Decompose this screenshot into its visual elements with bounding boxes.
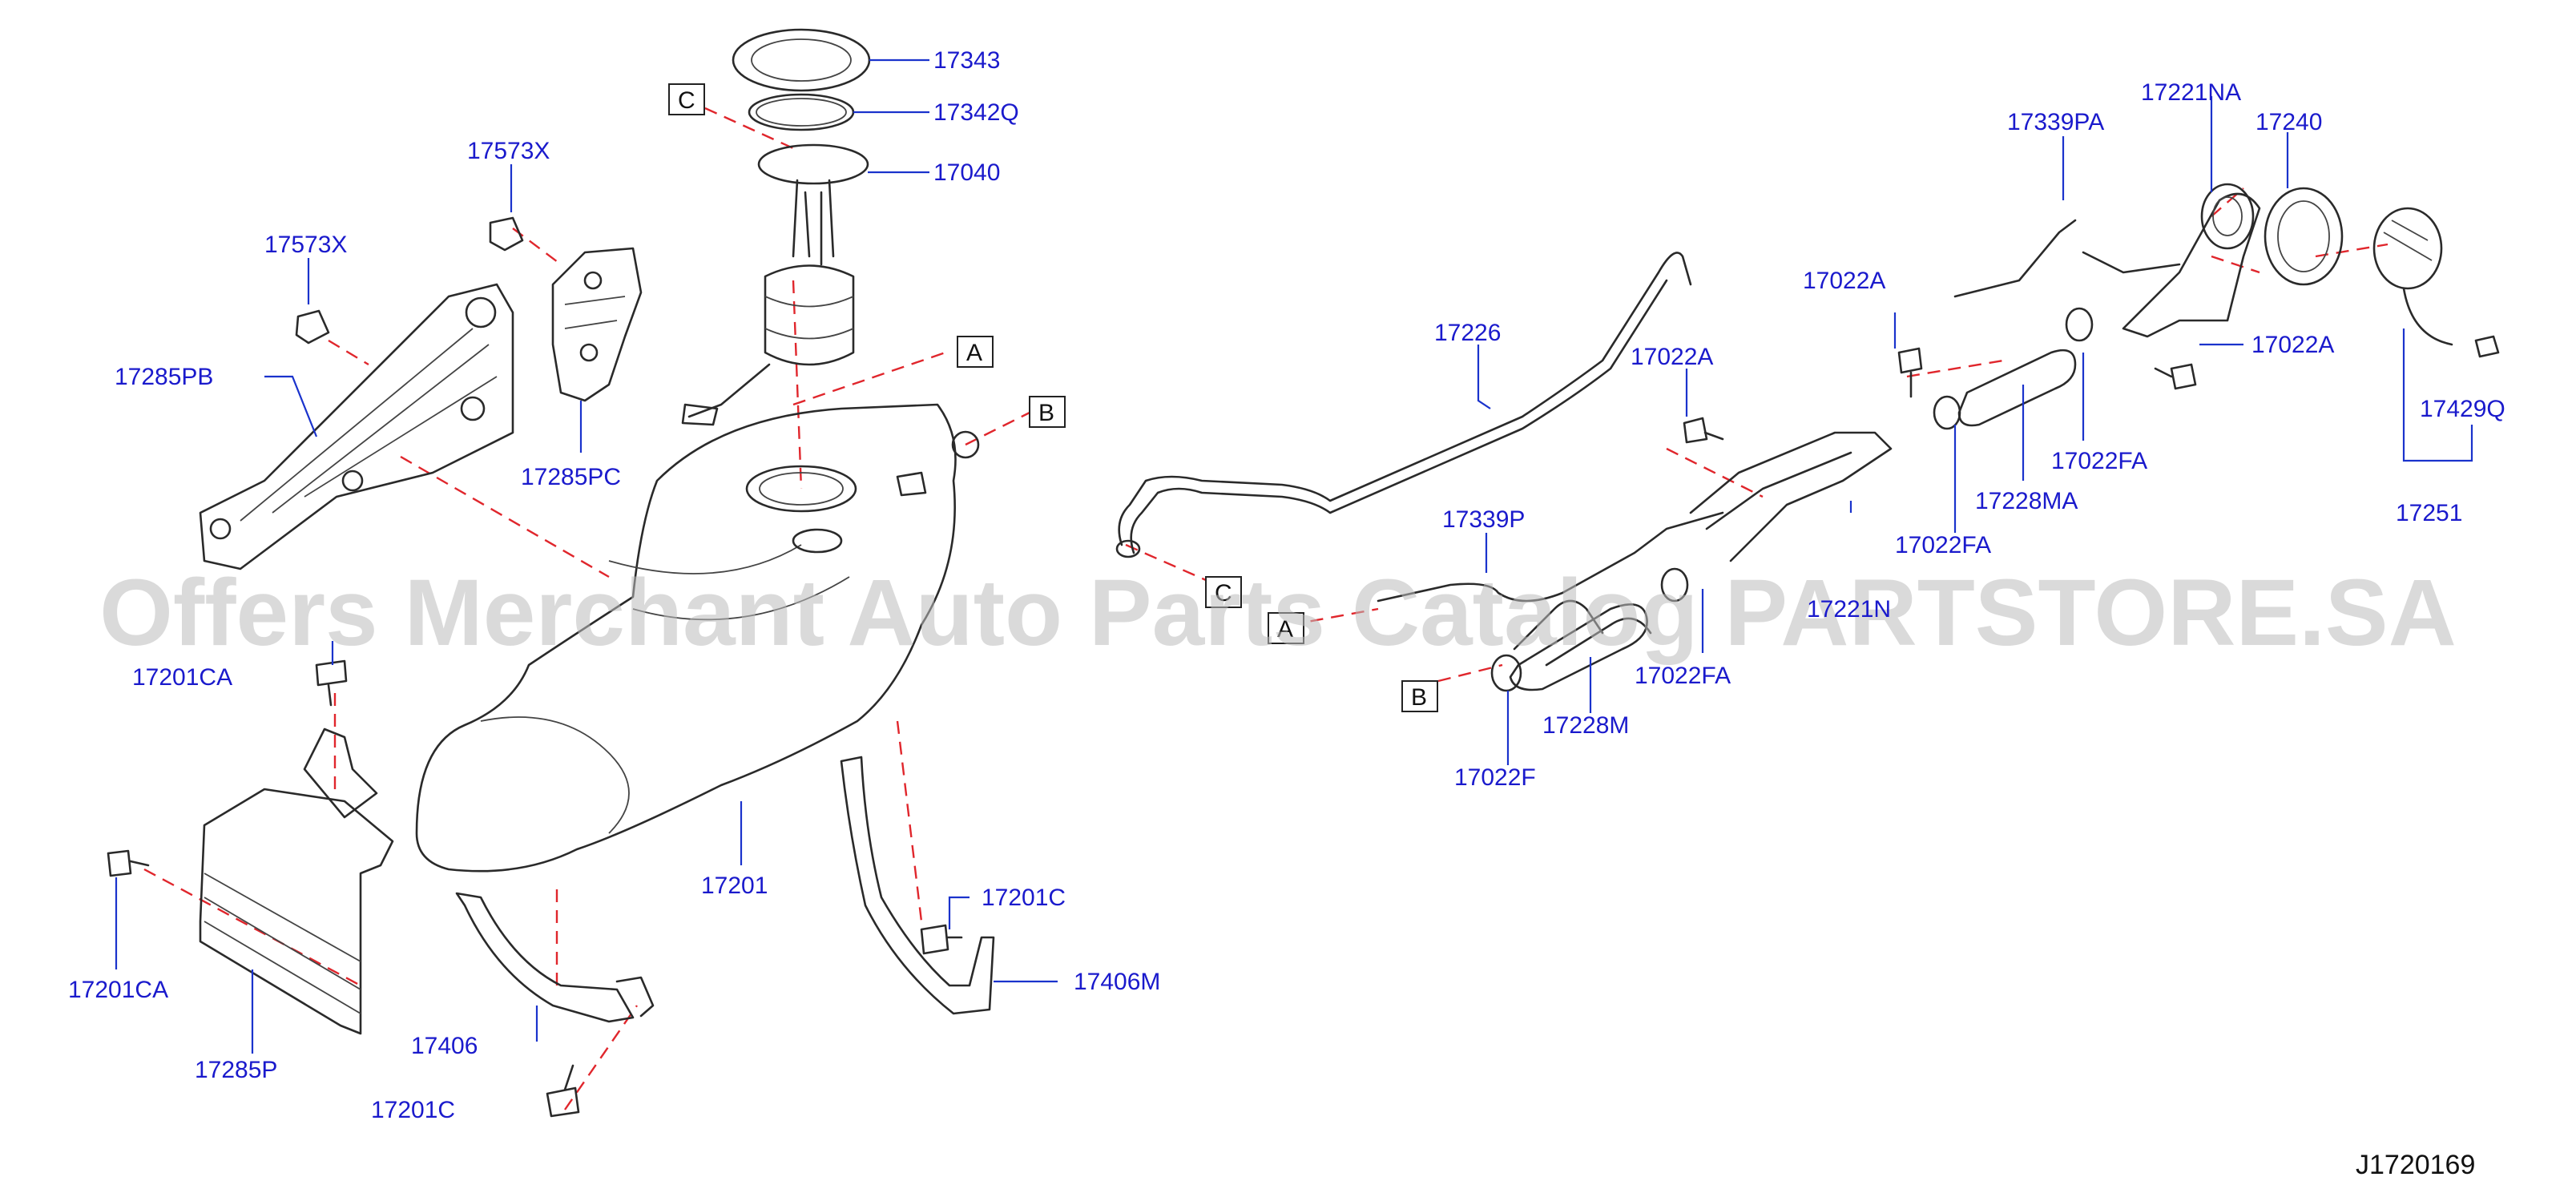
svg-text:A: A xyxy=(1277,616,1293,643)
label-17022A-right: 17022A xyxy=(2251,332,2334,358)
breather-tube-17339P xyxy=(1377,511,1724,603)
label-17022A-center: 17022A xyxy=(1803,268,1885,294)
heat-shield-17285P xyxy=(199,728,394,1035)
label-17221N: 17221N xyxy=(1807,596,1891,623)
svg-text:B: B xyxy=(1038,400,1054,426)
tank-strap-17406 xyxy=(455,892,655,1023)
mount-clip-17573X-upper xyxy=(489,216,524,252)
label-17339P: 17339P xyxy=(1442,506,1525,533)
bolt-17022A-right xyxy=(2154,363,2197,390)
label-17343: 17343 xyxy=(933,47,1000,74)
bolt-17201C-lower xyxy=(546,1064,580,1118)
fuel-cap-17251 xyxy=(2372,207,2453,346)
callout-A-tube: A xyxy=(1268,612,1304,644)
hose-clamp-17022FA-top xyxy=(2065,307,2094,342)
label-17251: 17251 xyxy=(2396,500,2462,526)
callout-C-tube: C xyxy=(1205,576,1242,608)
label-17201CA-top: 17201CA xyxy=(132,664,232,691)
label-17228M: 17228M xyxy=(1542,712,1629,739)
heat-shield-17285PC xyxy=(551,247,643,402)
tank-strap-17406M xyxy=(840,756,995,1015)
callout-A-pump: A xyxy=(957,336,994,368)
label-17339PA: 17339PA xyxy=(2007,109,2104,135)
label-17022FA-lower: 17022FA xyxy=(1635,663,1731,689)
label-17285PB: 17285PB xyxy=(115,364,213,390)
label-17201C-lower: 17201C xyxy=(371,1097,455,1123)
fuel-tank-17201 xyxy=(415,403,980,873)
svg-text:B: B xyxy=(1411,684,1427,711)
part-labels: 17343 17342Q 17040 17573X 17573X 17285PB… xyxy=(68,47,2505,1123)
filler-hose-17228MA xyxy=(1957,349,2077,427)
label-17406M: 17406M xyxy=(1074,969,1160,995)
breather-tube-17339PA xyxy=(1953,219,2077,298)
label-17285PC: 17285PC xyxy=(521,464,621,490)
label-17228MA: 17228MA xyxy=(1975,488,2078,514)
label-leader-lines xyxy=(115,58,2473,1054)
watermark-text: Offers Merchant Auto Parts Catalog PARTS… xyxy=(99,560,2457,666)
lock-ring-17343 xyxy=(732,28,871,92)
callout-B-tank: B xyxy=(1029,396,1066,428)
svg-text:C: C xyxy=(1215,580,1232,607)
hose-clamp-17022F xyxy=(1490,654,1522,692)
bolt-17022A-left xyxy=(1683,417,1724,444)
label-17201C-upper: 17201C xyxy=(982,885,1066,911)
callout-C-pump: C xyxy=(668,83,705,115)
svg-text:C: C xyxy=(678,87,695,114)
label-17040: 17040 xyxy=(933,159,1000,186)
heat-shield-17285PB xyxy=(199,283,514,570)
label-17022F: 17022F xyxy=(1454,764,1536,791)
label-17221NA: 17221NA xyxy=(2141,79,2241,106)
svg-text:A: A xyxy=(966,340,982,366)
label-17022FA-middle: 17022FA xyxy=(1895,532,1991,558)
hose-clamp-17022FA-upper xyxy=(1933,395,1961,430)
filler-tube-17221N xyxy=(1513,431,1893,667)
label-17342Q: 17342Q xyxy=(933,99,1019,126)
label-17201: 17201 xyxy=(701,873,768,899)
filler-hose-17228M xyxy=(1509,603,1648,691)
bolt-17201C-upper xyxy=(920,924,963,955)
label-17406: 17406 xyxy=(411,1033,478,1059)
filler-gasket-17240 xyxy=(2264,187,2344,286)
label-17573X-lower: 17573X xyxy=(264,232,347,258)
hose-clamp-17022FA-lower xyxy=(1660,567,1689,603)
tether-clip-17429Q xyxy=(2474,335,2500,358)
label-17285P: 17285P xyxy=(195,1057,277,1083)
bolt-17201CA-left xyxy=(107,849,150,877)
evap-tube-17226 xyxy=(1115,252,1692,558)
label-17240: 17240 xyxy=(2256,109,2322,135)
fuel-pump-17040 xyxy=(681,143,869,426)
mount-clip-17573X-lower xyxy=(295,309,330,345)
label-17429Q: 17429Q xyxy=(2420,396,2505,422)
diagram-code: J1720169 xyxy=(2356,1150,2475,1180)
label-17201CA-left: 17201CA xyxy=(68,977,168,1003)
label-17226: 17226 xyxy=(1434,320,1501,346)
gasket-17342Q xyxy=(748,93,855,131)
filler-neck-17221NA xyxy=(2082,183,2261,338)
label-17022FA-top: 17022FA xyxy=(2051,448,2147,474)
label-17573X-upper: 17573X xyxy=(467,138,550,164)
label-17022A-left: 17022A xyxy=(1631,344,1713,370)
bolt-17201CA-top xyxy=(315,659,348,707)
bolt-17022A-center xyxy=(1897,347,1923,398)
callout-B-hose: B xyxy=(1401,680,1438,712)
